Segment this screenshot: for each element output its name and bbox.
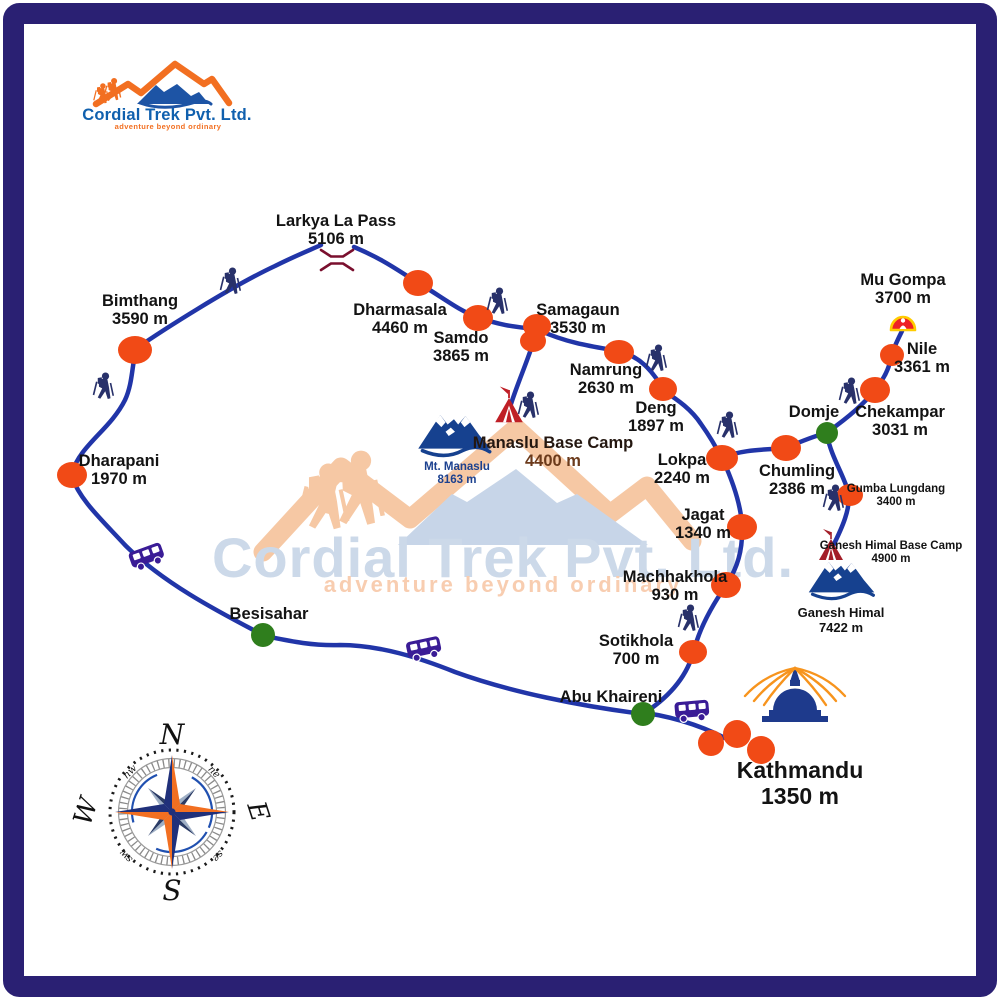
watermark-ridge [253,418,702,562]
route-bimthang-larkyala [134,242,324,351]
hiker-icon [677,603,700,632]
station-dot-kathmandu [723,720,751,748]
compass-nw: nw [121,763,140,782]
mountain-icon-ganesh-himal [807,560,876,601]
route-besisahar-dharapani [69,474,266,638]
station-dot-nile [880,344,904,366]
bus-icon [127,541,168,574]
compass-se: se [210,848,226,864]
route-domje-mugompa [826,328,905,434]
station-dot-abukhaireni [631,702,655,726]
logo-tagline: adventure beyond ordinary [114,122,222,131]
compass-sw: sw [117,847,135,865]
station-dot-kathmandu [698,730,724,756]
station-dot-sotikhola [679,640,707,664]
gompa-icon-mu-gompa [889,315,917,332]
map-border [3,3,997,997]
station-dot-kathmandu [747,736,775,764]
station-dot-dharapani [57,462,87,488]
station-dot-besisahar [251,623,275,647]
hiker-icon [486,286,509,315]
logo [92,60,233,109]
tent-icon-manaslu-base-camp [494,385,524,424]
station-dot-deng [649,377,677,401]
compass-n: N [159,718,186,751]
station-dot-domje [816,422,838,444]
logo-company-name: Cordial Trek Pvt. Ltd. [82,106,252,124]
route-abukhaireni-besisahar [262,633,646,717]
station-dot-samagaun-2 [520,330,546,352]
compass-rose: N S E W nw ne sw se [68,718,275,907]
route-dharapani-bimthang [69,349,139,476]
logo-ridge [92,60,233,108]
station-dot-samdo [463,305,493,331]
compass-e: E [240,797,275,825]
hiker-icon [92,371,115,400]
hiker-icon [517,390,540,419]
station-dot-machhakhola [711,572,741,598]
watermark-tagline: adventure beyond ordinary [324,572,683,597]
station-dots [57,270,904,764]
station-label-domje: Domje [788,403,840,421]
route-larkyala-samagaun [351,244,538,332]
logo-wave [138,99,213,109]
compass-star [115,755,229,869]
pass-icon-larkya-la [319,248,355,272]
hiker-icon [716,410,739,439]
station-dot-gumbalungdang [837,484,863,506]
compass-w: W [68,792,105,829]
logo-mountain [137,84,209,104]
compass-s: S [162,874,181,907]
watermark: Cordial Trek Pvt. Ltd. adventure beyond … [212,418,794,597]
road-points [251,422,838,726]
station-dot-namrung [604,340,634,364]
station-dot-chumling [771,435,801,461]
stupa-icon-kathmandu [743,664,847,724]
station-label-abu-khaireni: Abu Khaireni [559,688,663,706]
station-dot-bimthang [118,336,152,364]
station-dot-dharmasala [403,270,433,296]
station-label-besisahar: Besisahar [229,605,309,623]
station-dot-chekampar [860,377,890,403]
station-dot-jagat [727,514,757,540]
hiker-icon [838,376,861,405]
watermark-company: Cordial Trek Pvt. Ltd. [212,526,794,589]
watermark-mountain [398,469,648,545]
station-dot-lokpa [706,445,738,471]
bus-icon [673,698,711,724]
